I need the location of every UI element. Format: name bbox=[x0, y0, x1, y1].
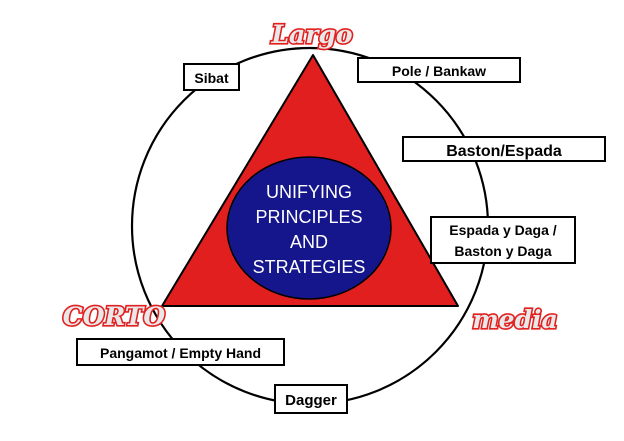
weapon-label-baston-espada: Baston/Espada bbox=[446, 143, 562, 160]
center-text-line1: UNIFYING bbox=[266, 182, 352, 202]
center-text-line3: AND bbox=[290, 232, 328, 252]
center-ellipse bbox=[226, 156, 392, 300]
range-label-corto: CORTO bbox=[63, 302, 166, 331]
weapon-label-pole: Pole / Bankaw bbox=[392, 63, 486, 79]
center-text-line2: PRINCIPLES bbox=[255, 207, 362, 227]
weapon-label-pangamot: Pangamot / Empty Hand bbox=[100, 345, 261, 361]
weapon-box-pangamot: Pangamot / Empty Hand bbox=[76, 338, 285, 366]
weapon-label-sibat: Sibat bbox=[194, 70, 229, 86]
weapon-label-espada-daga-line2: Baston y Daga bbox=[454, 243, 551, 259]
weapon-box-dagger: Dagger bbox=[274, 384, 348, 414]
range-label-media: media bbox=[472, 305, 558, 334]
center-text-line4: STRATEGIES bbox=[253, 257, 366, 277]
weapon-label-espada-daga-line1: Espada y Daga / bbox=[449, 222, 556, 238]
range-label-largo: Largo bbox=[270, 20, 352, 49]
weapon-box-pole: Pole / Bankaw bbox=[357, 57, 521, 83]
weapon-box-sibat: Sibat bbox=[183, 63, 240, 91]
weapon-label-dagger: Dagger bbox=[285, 392, 337, 409]
weapon-box-baston-espada: Baston/Espada bbox=[402, 136, 606, 162]
weapon-box-espada-daga: Espada y Daga / Baston y Daga bbox=[430, 216, 576, 264]
